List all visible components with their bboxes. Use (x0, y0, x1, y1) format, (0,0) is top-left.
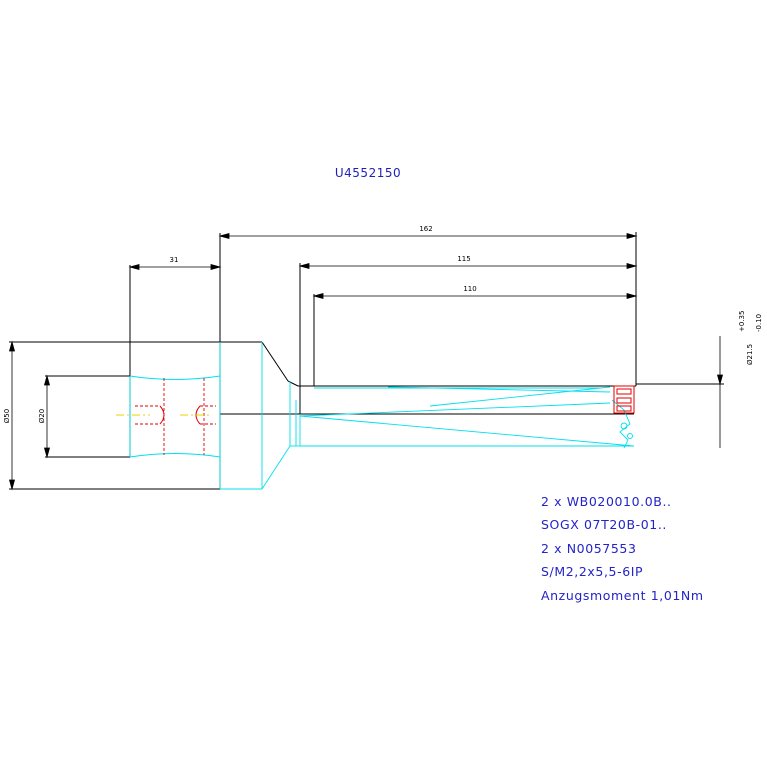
taper-end (287, 380, 299, 387)
arrow-31-right (210, 263, 222, 271)
taper-line (261, 341, 289, 382)
note-line: 2 x N0057553 (541, 540, 637, 556)
dim-text-tol-upper: +0.35 (738, 311, 746, 332)
coolant-details (135, 378, 216, 455)
insert-detail-mid (616, 397, 632, 404)
dim-text-dia20: Ø20 (38, 409, 46, 423)
arrow-110-right (626, 292, 638, 300)
arrow-31-left (128, 263, 140, 271)
coolant-arc-left (159, 405, 165, 425)
flute-line-4 (429, 386, 611, 407)
dim-text-115: 115 (457, 255, 470, 263)
dim-text-dia50: Ø50 (3, 409, 11, 423)
note-line: 2 x WB020010.0B.. (541, 494, 672, 509)
tool-outline (9, 232, 724, 490)
bore-arc-top (129, 375, 221, 380)
note-line: Anzugsmoment 1,01Nm (541, 587, 704, 603)
insert-detail-top (616, 388, 632, 395)
note-line: S/M2,2x5,5-6IP (541, 564, 644, 580)
dim-text-dia21: Ø21.5 (746, 344, 754, 365)
arrow-110-left (312, 292, 324, 300)
insert-screw-cyan (620, 422, 628, 430)
dim-text-162: 162 (419, 225, 432, 233)
arrow-dia50-top (8, 340, 16, 352)
arrow-162-right (626, 232, 638, 240)
arrow-115-left (298, 262, 310, 270)
hidden-geometry (129, 342, 635, 490)
dimension-lines (8, 232, 724, 491)
insert-pocket-cyan (611, 399, 631, 449)
notes-block: 2 x WB020010.0B.. SOGX 07T20B-01.. 2 x N… (541, 490, 704, 607)
dim-text-31: 31 (170, 256, 179, 264)
arrow-dia50-bottom (8, 479, 16, 491)
arrow-dia20-bottom (43, 447, 51, 459)
arrow-115-right (626, 262, 638, 270)
note-line: SOGX 07T20B-01.. (541, 517, 667, 533)
insert-hole-cyan (627, 433, 633, 439)
flute-line-1 (299, 402, 611, 417)
drawing-number: U4552150 (335, 166, 401, 180)
flute-line-2 (299, 415, 635, 447)
arrow-dia20-top (43, 374, 51, 386)
coolant-arcs (159, 385, 635, 425)
arrow-162-left (218, 232, 230, 240)
dim-text-110: 110 (463, 285, 476, 293)
flange-taper-cyan (261, 445, 291, 490)
bore-arc-bottom (129, 453, 221, 458)
dim-text-tol-lower: -0.10 (755, 314, 763, 332)
cutting-insert (613, 385, 635, 414)
insert-detail-bottom (616, 405, 632, 412)
arrow-dia21 (716, 374, 724, 386)
